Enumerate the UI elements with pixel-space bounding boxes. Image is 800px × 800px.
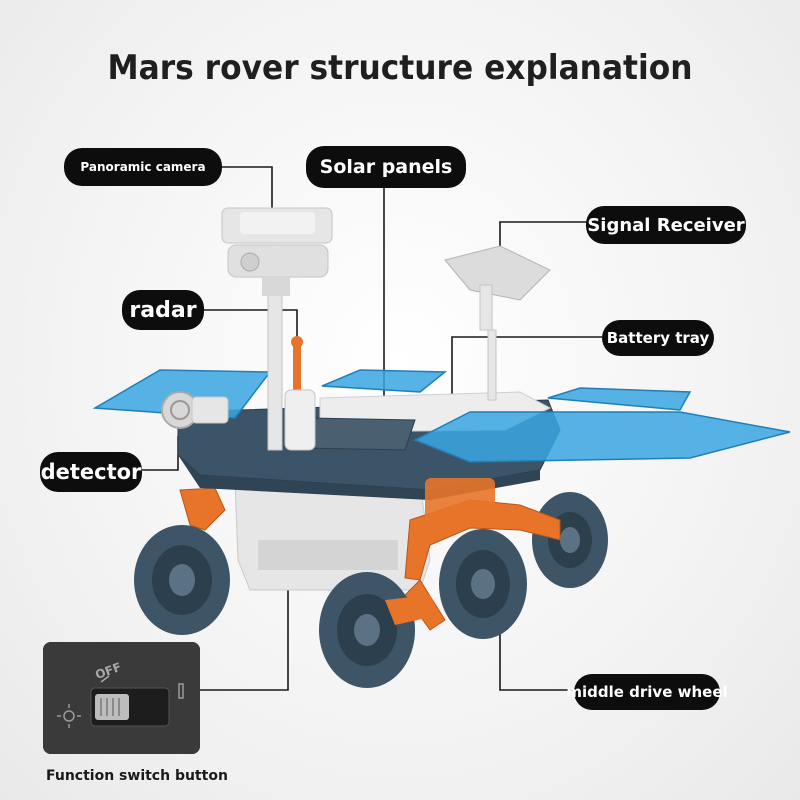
radar-antenna	[284, 336, 316, 451]
leader-line-signal	[499, 221, 588, 246]
leader-line-detector	[142, 436, 179, 471]
leader-line-wheel	[499, 620, 574, 691]
label-solar-panels: Solar panels	[306, 146, 466, 188]
switch-icon	[43, 642, 200, 754]
detector	[161, 391, 229, 429]
wheel-middle	[439, 529, 527, 639]
function-switch-inset: OFF	[43, 642, 200, 754]
leader-line-switch	[200, 590, 289, 691]
label-middle-drive-wheel: middle drive wheel	[566, 674, 728, 710]
leader-line-battery	[451, 336, 602, 406]
panoramic-camera	[221, 207, 333, 451]
label-function-switch-button: Function switch button	[46, 768, 228, 784]
wheel-rear-right	[532, 492, 608, 588]
label-signal-receiver: Signal Receiver	[586, 206, 746, 244]
motor-icon	[178, 683, 184, 699]
leader-line-camera	[222, 166, 273, 208]
signal-receiver	[444, 245, 551, 401]
leader-lines	[142, 166, 602, 691]
label-battery-tray: Battery tray	[602, 320, 714, 356]
label-panoramic-camera: Panoramic camera	[64, 148, 222, 186]
solar-panel-center	[299, 417, 416, 451]
wheel-front-left	[134, 525, 230, 635]
label-detector: detector	[40, 452, 142, 492]
page-title: Mars rover structure explanation	[107, 48, 693, 88]
wheel-front-right	[319, 572, 415, 688]
light-icon	[57, 704, 81, 728]
label-radar: radar	[122, 290, 204, 330]
leader-line-radar	[203, 309, 298, 340]
